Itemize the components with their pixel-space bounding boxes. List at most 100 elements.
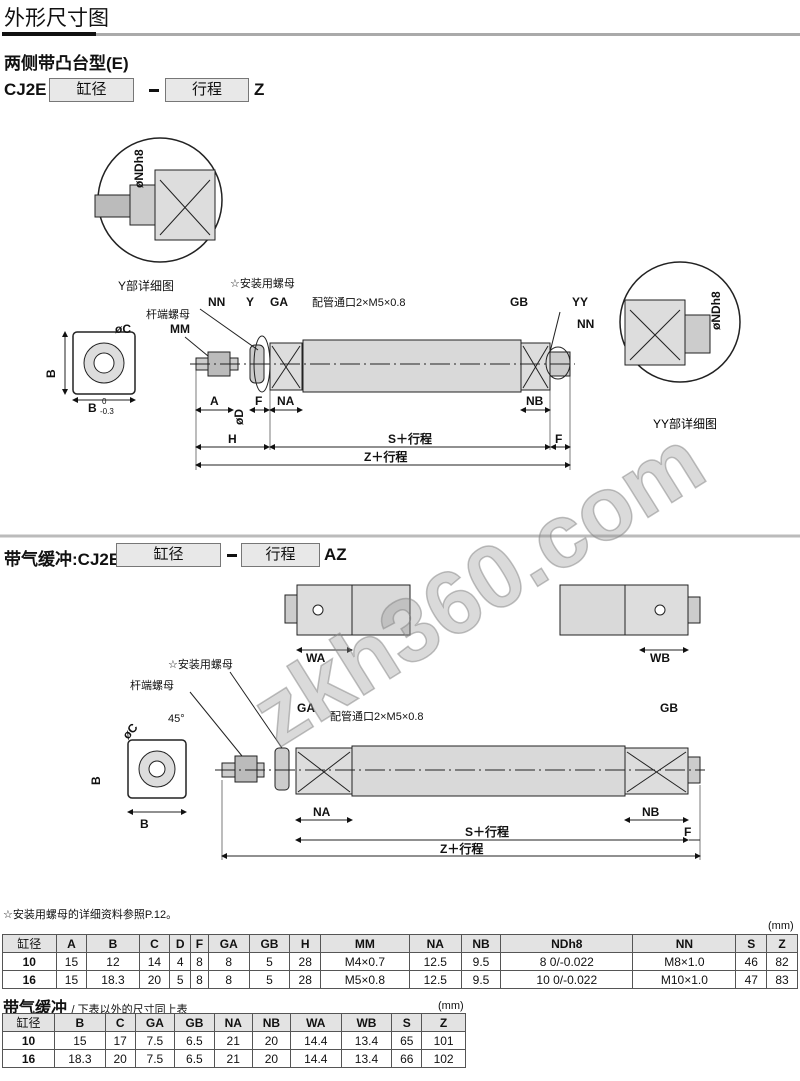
cylinder-e	[190, 335, 575, 393]
mm-label: MM	[170, 322, 190, 336]
column-header: 缸径	[1, 1013, 56, 1032]
ga-label-az: GA	[297, 701, 315, 715]
title-rule	[96, 33, 800, 36]
column-header: S	[735, 934, 768, 953]
f-label-right: F	[555, 432, 562, 446]
b-label-h: B	[88, 401, 97, 415]
footnote: ☆安装用螺母的详细资料参照P.12。	[3, 909, 178, 921]
table-cell: 102	[421, 1049, 466, 1068]
c-label: øC	[115, 322, 131, 336]
z-label-az: Z＋行程	[440, 841, 483, 856]
yy-label: YY	[572, 295, 588, 309]
column-header: S	[391, 1013, 423, 1032]
table-cell: 5	[248, 970, 291, 989]
f-label: F	[255, 394, 262, 408]
rod-nut-label: 杆端螺母	[146, 307, 190, 321]
dash	[227, 554, 237, 557]
table-cell: M10×1.0	[632, 970, 737, 989]
column-header: NA	[408, 934, 462, 953]
wb-label: WB	[650, 651, 670, 665]
table-cell: 18.3	[86, 970, 140, 989]
table-cell: 18.3	[54, 1049, 106, 1068]
model-code-e: CJ2E 缸径 行程 Z	[4, 78, 264, 102]
column-header: B	[86, 934, 140, 953]
table-cell: 17	[104, 1031, 136, 1050]
b-label-h-az: B	[140, 817, 149, 831]
table-cell: 66	[391, 1049, 423, 1068]
title-underline	[2, 32, 96, 36]
table-cell: M4×0.7	[320, 952, 410, 971]
rod-nut-label-az: 杆端螺母	[130, 678, 174, 692]
column-header: Z	[766, 934, 798, 953]
table-cell: 10 0/-0.022	[500, 970, 634, 989]
table-cell: 14	[138, 952, 171, 971]
ndh8-label: øNDh8	[132, 149, 146, 188]
na-label: NA	[277, 394, 295, 408]
table-cell: 82	[766, 952, 798, 971]
technical-drawings: øNDh8 Y部详细图 øNDh8 YY部详细图 øC B B 0 -0.3 ☆…	[0, 137, 800, 860]
model-suffix: Z	[254, 80, 265, 99]
table-cell: 8	[190, 970, 209, 989]
table-cell: 6.5	[174, 1049, 215, 1068]
table-cell: 9.5	[460, 952, 502, 971]
column-header: MM	[320, 934, 410, 953]
h-label: H	[228, 432, 237, 446]
table-cell: 8	[207, 970, 250, 989]
table-cell: 15	[55, 970, 88, 989]
z-label: Z＋行程	[364, 449, 407, 464]
stroke-box: 行程	[241, 543, 320, 567]
table-cell: 28	[289, 952, 322, 971]
table-cell: 8	[190, 952, 209, 971]
table-cell: 12	[86, 952, 140, 971]
mount-nut-label: ☆安装用螺母	[230, 276, 295, 290]
na-label-az: NA	[313, 805, 331, 819]
column-header: NDh8	[500, 934, 634, 953]
table-cell: 21	[213, 1031, 253, 1050]
column-header: A	[55, 934, 88, 953]
nn-label: NN	[208, 295, 225, 309]
table-cell: 12.5	[408, 952, 462, 971]
table-cell: 15	[54, 1031, 106, 1050]
ndh8-label-yy: øNDh8	[709, 291, 723, 330]
cylinder-az	[215, 745, 705, 797]
table-cell: 16	[2, 970, 57, 989]
table-cell: M8×1.0	[632, 952, 737, 971]
column-header: NA	[213, 1013, 253, 1032]
bore-box: 缸径	[49, 78, 134, 102]
column-header: GB	[174, 1013, 215, 1032]
c-label-az: øC	[120, 720, 141, 742]
table2-title-text: 带气缓冲	[3, 1000, 68, 1017]
table-cell: 20	[251, 1031, 291, 1050]
column-header: WB	[340, 1013, 393, 1032]
type-heading: 两侧带凸台型(E)	[4, 54, 129, 73]
column-header: 缸径	[2, 934, 57, 953]
yy-detail-caption: YY部详细图	[653, 416, 717, 431]
column-header: NN	[632, 934, 737, 953]
table-cell: 21	[213, 1049, 253, 1068]
table-cell: 20	[138, 970, 171, 989]
nn-label-right: NN	[577, 317, 594, 331]
table-cell: 13.4	[340, 1031, 393, 1050]
column-header: F	[190, 934, 209, 953]
table-cell: 28	[289, 970, 322, 989]
port-label-az: 配管通口2×M5×0.8	[330, 709, 424, 723]
bore-box: 缸径	[116, 543, 221, 567]
table-cell: 6.5	[174, 1031, 215, 1050]
table-cell: 13.4	[340, 1049, 393, 1068]
unit-label-2: (mm)	[438, 1000, 464, 1012]
b-label-v-az: B	[89, 776, 103, 785]
table-cell: 20	[104, 1049, 136, 1068]
table-cell: 12.5	[408, 970, 462, 989]
y-detail-view: øNDh8 Y部详细图	[94, 137, 223, 293]
column-header: WA	[289, 1013, 342, 1032]
table-cell: 83	[766, 970, 798, 989]
tolerance-lower: -0.3	[100, 407, 114, 416]
gb-label-az: GB	[660, 701, 678, 715]
column-header: Z	[421, 1013, 466, 1032]
y-detail-caption: Y部详细图	[118, 278, 174, 293]
table-cell: 47	[735, 970, 768, 989]
